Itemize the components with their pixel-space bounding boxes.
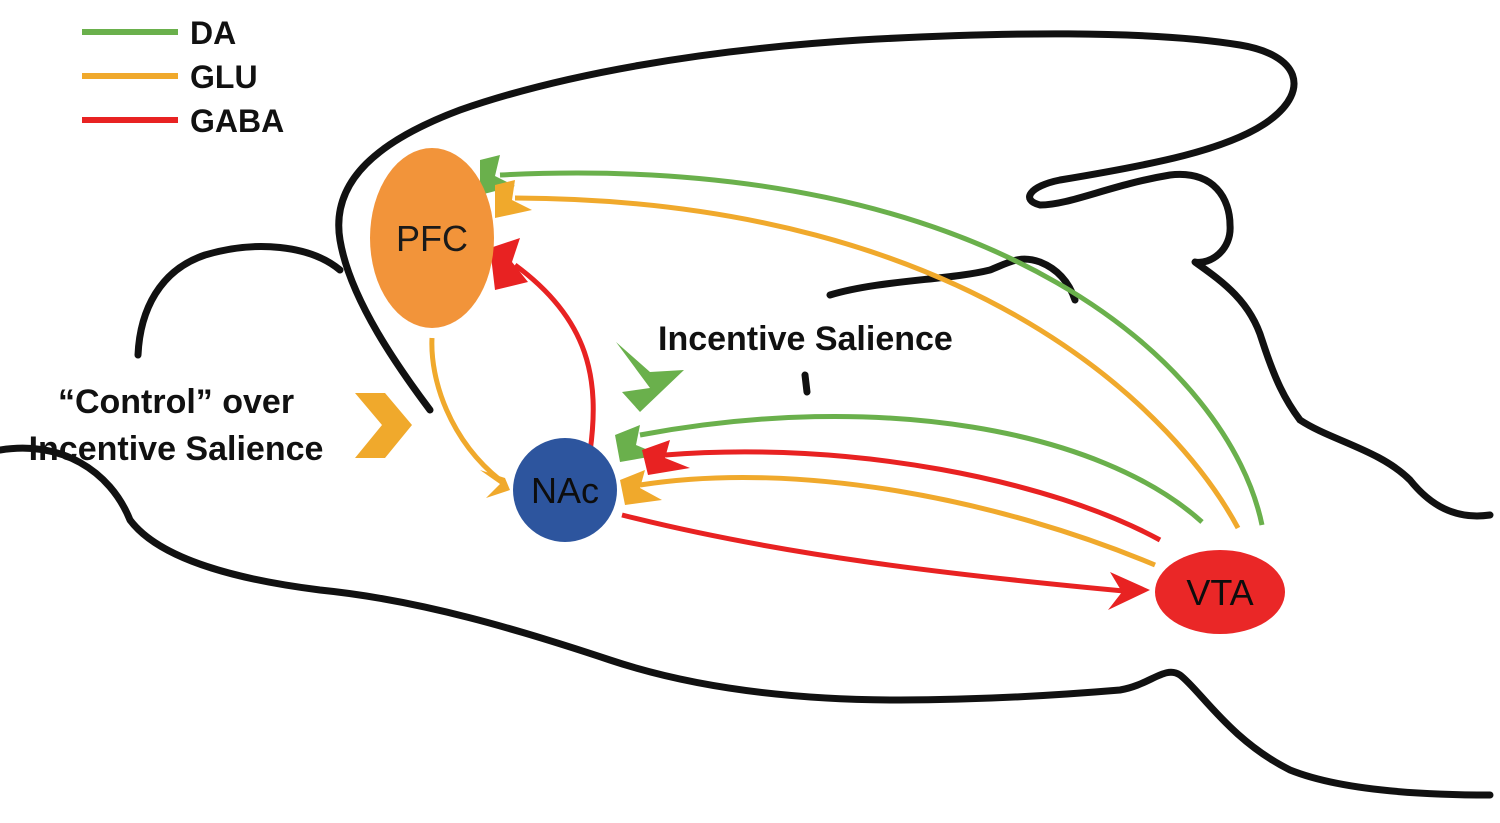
brain-outline-olfactory: [134, 243, 344, 359]
glu-arrowhead-nac-2: [620, 470, 662, 505]
control-label-line1: “Control” over: [58, 383, 294, 421]
glu-pathway-vta-to-pfc: [514, 195, 1241, 530]
brain-outline: [0, 30, 1494, 799]
gaba-pathway-vta-to-nac: [664, 449, 1162, 543]
gaba-pathway-nac-to-vta: [621, 512, 1136, 595]
control-arrow: [355, 393, 412, 458]
legend: DA GLU GABA: [82, 15, 284, 139]
nac-node: NAc: [513, 438, 617, 542]
incentive-salience-arrow: [616, 342, 684, 412]
legend-label-da: DA: [190, 15, 236, 51]
glu-pathway-vta-to-nac: [639, 474, 1156, 568]
pfc-node: PFC: [370, 148, 494, 328]
glu-pathway-pfc-to-nac: [429, 337, 502, 482]
vta-node: VTA: [1155, 550, 1285, 634]
nac-label: NAc: [531, 470, 599, 511]
pfc-label: PFC: [396, 218, 468, 259]
gaba-arrowhead-nac: [642, 440, 690, 475]
brain-outline-small-notch: [801, 371, 811, 396]
pathways: [429, 155, 1265, 610]
glu-arrowhead-pfc: [495, 180, 532, 218]
legend-label-gaba: GABA: [190, 103, 284, 139]
gaba-arrowhead-pfc: [490, 238, 528, 290]
legend-label-glu: GLU: [190, 59, 258, 95]
da-pathway-vta-to-nac: [639, 413, 1204, 524]
control-label-line2: Incentive Salience: [29, 430, 324, 468]
glu-arrowhead-nac: [480, 470, 510, 498]
brain-outline-upper: [335, 30, 1494, 520]
gaba-pathway-nac-to-pfc: [513, 262, 596, 453]
vta-ellipse: [1155, 550, 1285, 634]
gaba-arrowhead-vta: [1108, 572, 1150, 610]
brain-outline-lower: [0, 444, 1494, 799]
incentive-salience-label: Incentive Salience: [658, 320, 953, 358]
vta-label: VTA: [1186, 572, 1253, 613]
pfc-ellipse: [370, 148, 494, 328]
da-pathway-vta-to-pfc: [499, 170, 1265, 526]
brain-outline-midline-fold: [826, 255, 1079, 304]
nac-circle: [513, 438, 617, 542]
